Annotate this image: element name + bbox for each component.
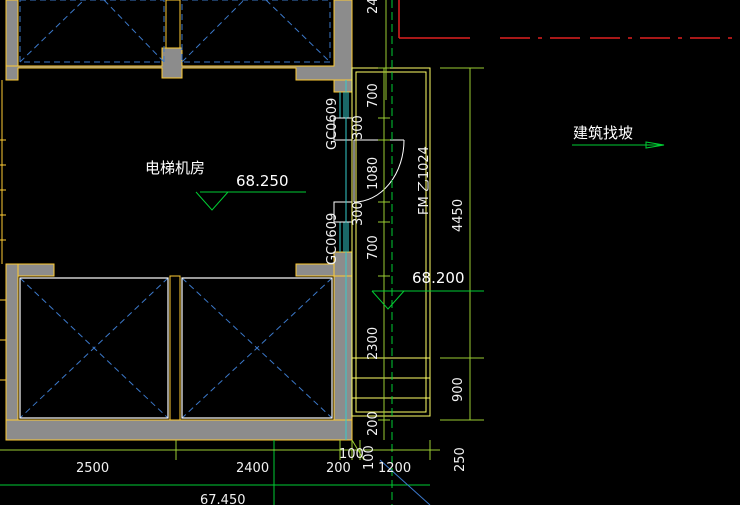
elevation-mark-roof (371, 290, 484, 310)
window-label-bottom: GC0609 (325, 213, 340, 265)
red-boundary (398, 0, 740, 39)
left-edge-marks (0, 80, 6, 381)
dim-700-bottom: 700 (366, 235, 381, 260)
dim-2400: 2400 (236, 461, 269, 476)
elevation-roof: 68.200 (412, 269, 465, 287)
guide-lines (0, 0, 430, 505)
door-label: FM 乙1024 (417, 146, 432, 215)
dim-300-bottom: 300 (351, 201, 366, 226)
slope-arrow (572, 141, 665, 149)
dim-2500: 2500 (76, 461, 109, 476)
windows (339, 92, 349, 252)
dim-4450: 4450 (451, 199, 466, 232)
elevation-bottom: 67.450 (200, 493, 246, 505)
slope-note: 建筑找坡 (573, 124, 633, 142)
roof-outline (351, 67, 431, 417)
dim-bottom-ticks (351, 439, 431, 505)
dim-900: 900 (451, 377, 466, 402)
dim-1080: 1080 (366, 157, 381, 190)
dim-1200: 1200 (378, 461, 411, 476)
shaft-outline (19, 277, 333, 419)
elevation-mark-room (195, 191, 306, 211)
dim-200-vertical: 200 (366, 411, 381, 436)
dim-100-a: 100 (339, 447, 364, 462)
wall-stubs (333, 117, 353, 223)
dim-top-cut: 24 (366, 0, 381, 14)
room-label: 电梯机房 (145, 159, 205, 177)
dim-700-top: 700 (366, 83, 381, 108)
dimension-lines (0, 67, 484, 460)
dim-250: 250 (453, 447, 468, 472)
dim-200: 200 (326, 461, 351, 476)
walls (5, 0, 353, 441)
dim-300-top: 300 (351, 115, 366, 140)
window-label-top: GC0609 (325, 98, 340, 150)
elevation-room: 68.250 (236, 172, 289, 190)
dim-2300: 2300 (366, 327, 381, 360)
dim-100-b: 100 (362, 445, 377, 470)
